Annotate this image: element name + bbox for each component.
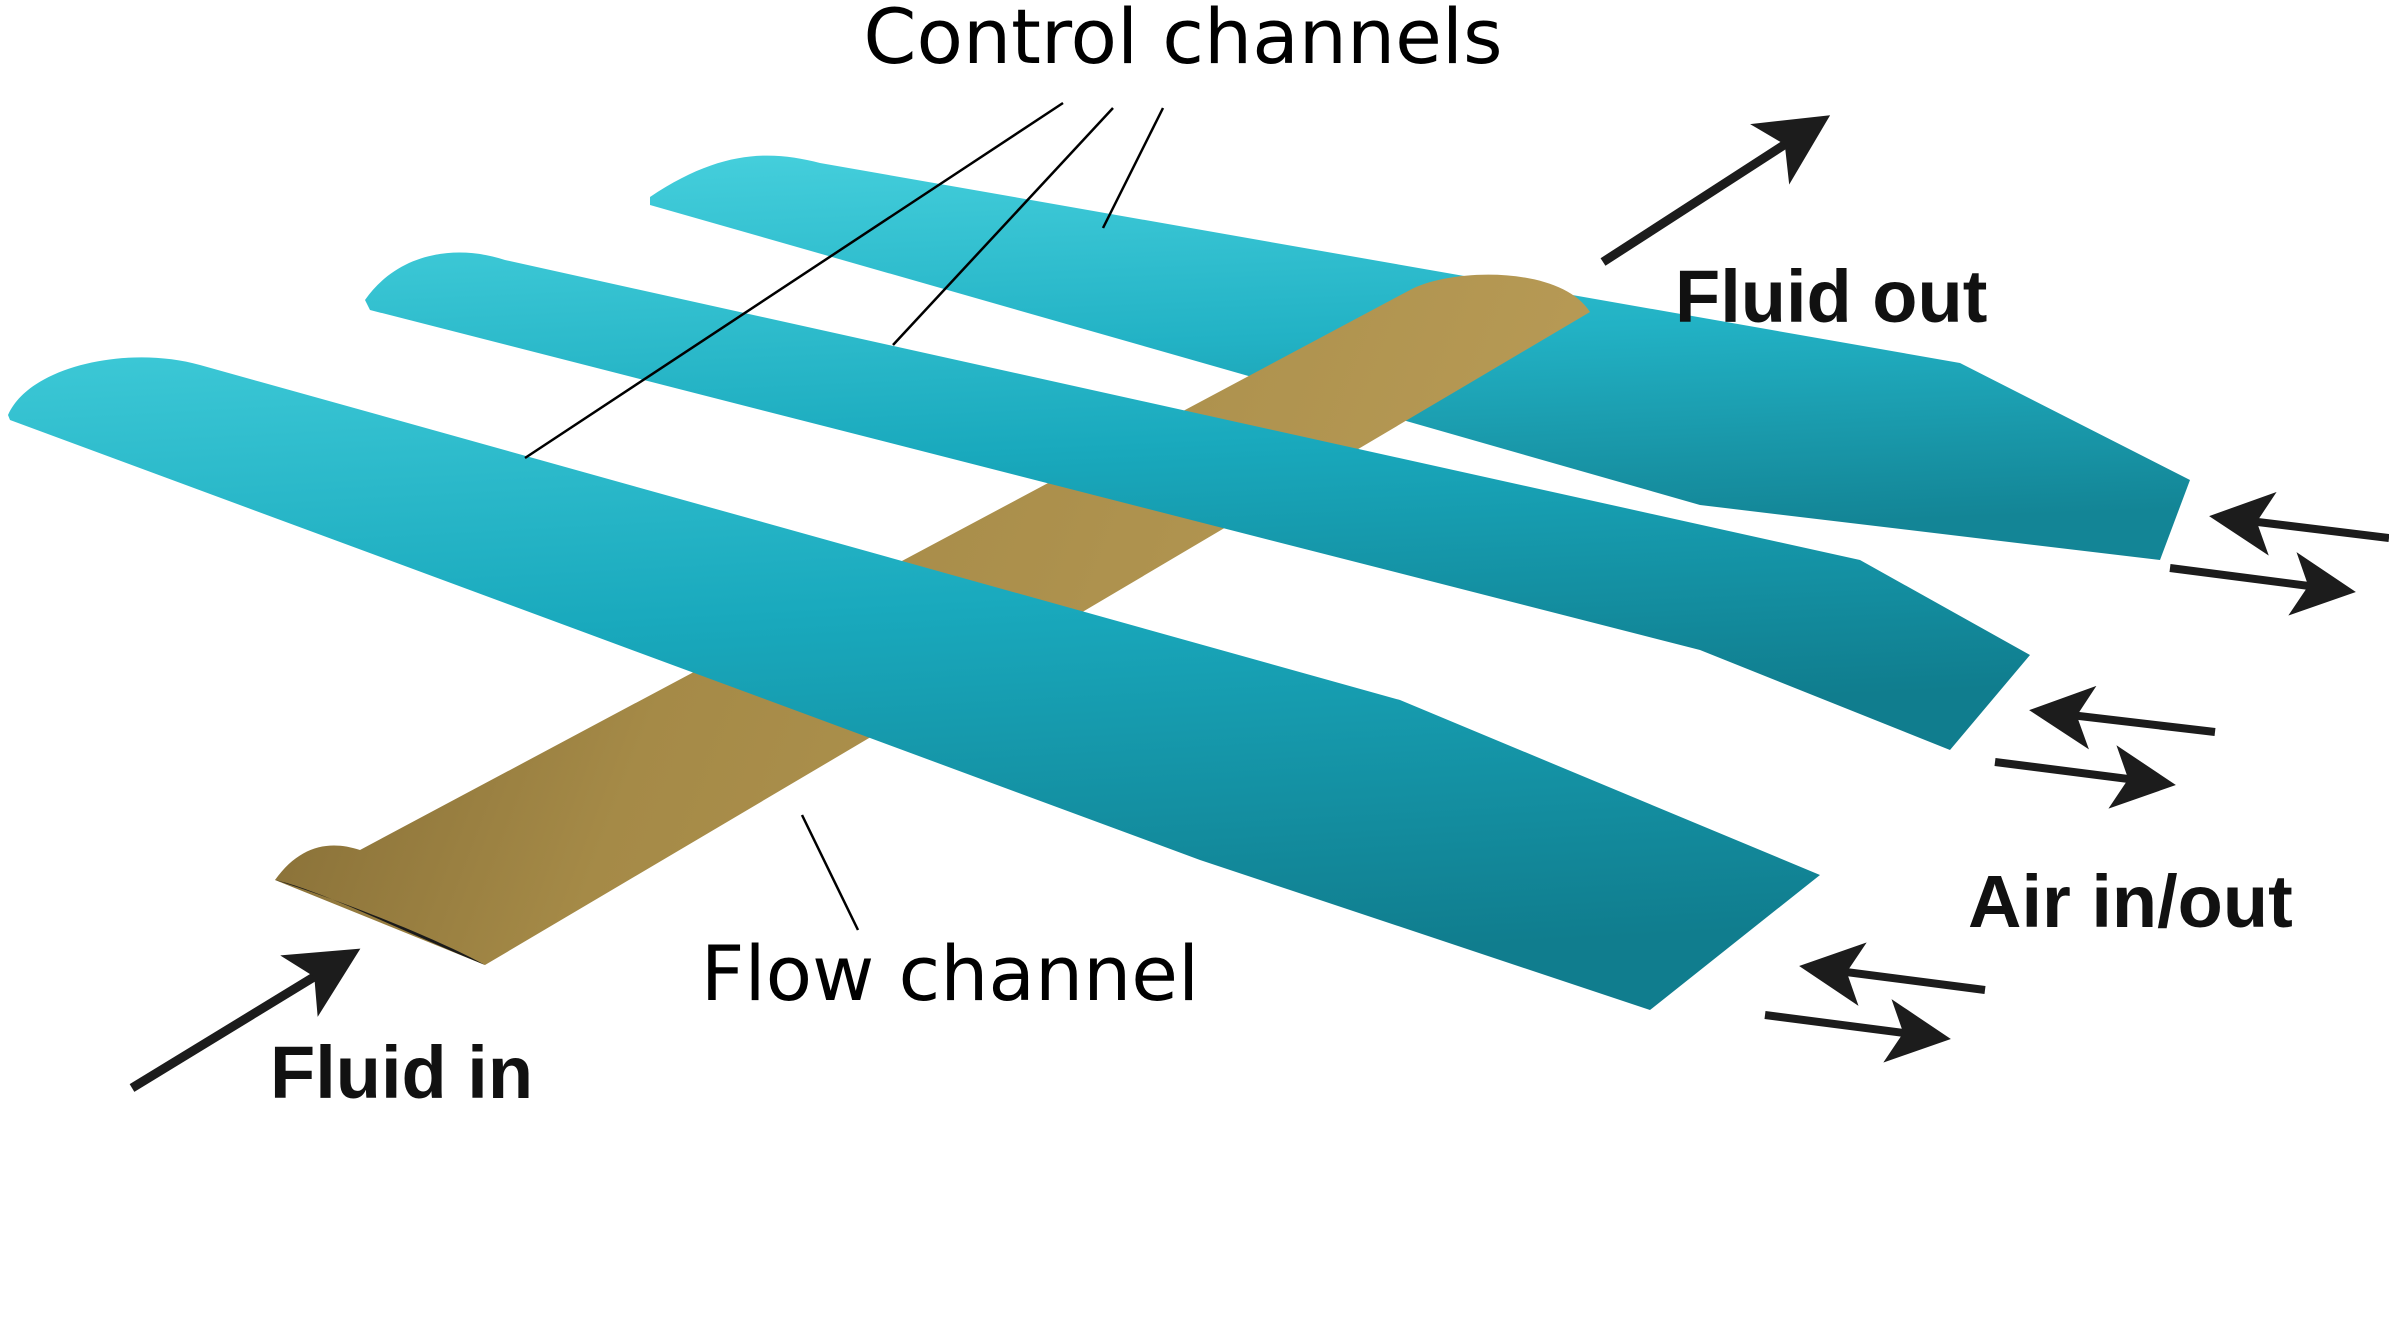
control-channel-1 xyxy=(8,357,1820,1010)
fluid-out-label: Fluid out xyxy=(1675,255,1987,338)
fluid-in-arrow-icon xyxy=(129,948,361,1092)
air-in-out-label: Air in/out xyxy=(1968,860,2293,943)
flow-channel-label: Flow channel xyxy=(701,929,1199,1018)
air-double-arrow-icon-3 xyxy=(2169,492,2389,616)
fluid-out-arrow-icon xyxy=(1600,115,1831,266)
air-double-arrow-icon-1 xyxy=(1764,942,1986,1063)
leader-line-flow xyxy=(800,814,860,931)
air-double-arrow-icon-2 xyxy=(1994,685,2216,809)
control-channels-label: Control channels xyxy=(863,0,1502,81)
fluid-in-label: Fluid in xyxy=(270,1031,533,1114)
leader-line-control-1 xyxy=(524,101,1064,460)
leader-line-control-3 xyxy=(1101,107,1165,229)
leader-line-control-2 xyxy=(892,107,1114,346)
control-channel-2 xyxy=(365,252,2030,750)
